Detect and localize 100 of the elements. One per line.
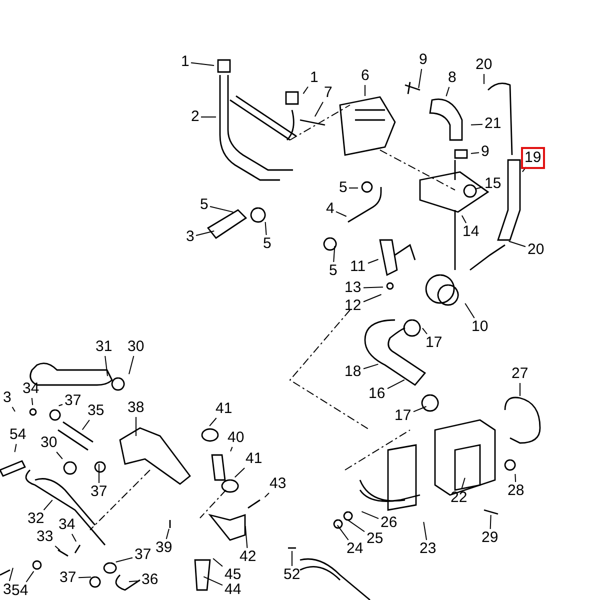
callout-number: 15 [484,176,502,192]
callout-number: 27 [510,366,530,382]
leader-line [98,464,100,484]
callout-number: 24 [346,541,364,557]
callout-number: 1 [309,70,320,86]
leader-line [128,580,140,582]
leader-line [43,500,53,510]
callout-number: 43 [268,476,288,492]
callout-number: 5 [328,263,338,279]
callout-number: 8 [447,70,458,86]
leader-line [12,406,16,412]
leader-line [470,124,483,126]
leader-line [209,418,217,426]
callout-number: 37 [58,570,78,586]
leader-line [363,294,382,302]
callout-number: 31 [94,339,114,355]
callout-number: 41 [244,451,264,467]
callout-number: 7 [323,85,334,101]
callout-number: 6 [360,68,370,84]
callout-number: 17 [424,335,444,351]
callout-number: 32 [26,511,46,527]
callout-number: 26 [380,515,398,531]
callout-number: 35 [86,403,106,419]
callout-number: 37 [90,484,108,500]
leader-line [514,474,516,482]
leader-line [166,528,170,540]
callout-number: 30 [40,435,58,451]
leader-line [234,468,246,478]
callout-number: 5 [199,197,210,213]
leader-line [314,102,324,117]
callout-number: 40 [226,430,246,446]
callout-number: 1 [180,54,190,70]
leader-line [14,444,17,453]
callout-number: 19 [524,150,542,166]
leader-line [78,576,92,578]
leader-line [348,520,365,532]
leader-line [54,546,60,551]
leader-line [387,379,405,390]
leader-line [422,328,428,334]
leader-line [200,116,216,118]
callout-number: 45 [224,567,242,583]
leader-line [475,186,483,190]
callout-number: 11 [349,259,367,275]
leader-line [196,230,215,236]
leader-line [446,86,450,97]
callout-number: 9 [418,52,428,68]
leader-line [203,576,223,586]
leader-line [82,420,90,430]
leader-line [363,364,379,370]
callout-number: 52 [282,567,302,583]
callout-number: 5 [262,236,272,252]
leader-line [190,62,215,66]
leader-line [361,511,379,520]
callout-number: 30 [126,339,146,355]
leader-line [508,240,526,248]
leader-line [418,68,422,89]
leader-line [56,452,63,460]
leader-line [423,521,428,540]
callout-number: 38 [126,400,146,416]
callout-number: 54 [8,427,28,443]
callout-number: 9 [480,144,490,160]
callout-number: 20 [474,57,494,73]
leader-line [522,166,527,172]
callout-number: 37 [134,547,152,563]
leader-line [490,514,492,530]
leader-line [264,222,267,236]
callout-number: 29 [480,530,500,546]
callout-number: 21 [484,116,502,132]
leader-line [336,524,349,540]
callout-number: 33 [36,529,54,545]
callout-number: 3 [185,229,196,245]
leader-line [230,446,233,452]
leader-line [302,86,308,94]
leader-line [71,534,77,542]
callout-number: 28 [506,483,526,499]
callout-number: 3 [2,582,12,598]
leader-line [470,152,480,154]
callout-number: 10 [470,319,490,335]
callout-number: 12 [344,298,362,314]
callout-number: 54 [10,583,30,599]
callout-number: 17 [394,408,412,424]
callout-number: 44 [224,582,242,598]
callout-number: 5 [338,180,348,196]
leader-line [115,557,133,562]
leader-line [464,302,475,318]
callout-number: 42 [238,549,258,565]
leader-line [461,477,466,490]
callout-number: 3 [2,390,12,406]
callout-number: 2 [190,109,200,125]
leader-line [128,356,134,375]
callout-number: 23 [418,541,438,557]
callout-number: 14 [462,224,480,240]
leader-line [26,570,34,582]
callout-number: 34 [58,517,76,533]
leader-line [461,215,467,224]
callout-number: 16 [368,386,386,402]
leader-line [364,84,366,96]
callout-number: 13 [344,280,362,296]
leader-line [210,206,234,213]
leader-line [333,246,336,262]
